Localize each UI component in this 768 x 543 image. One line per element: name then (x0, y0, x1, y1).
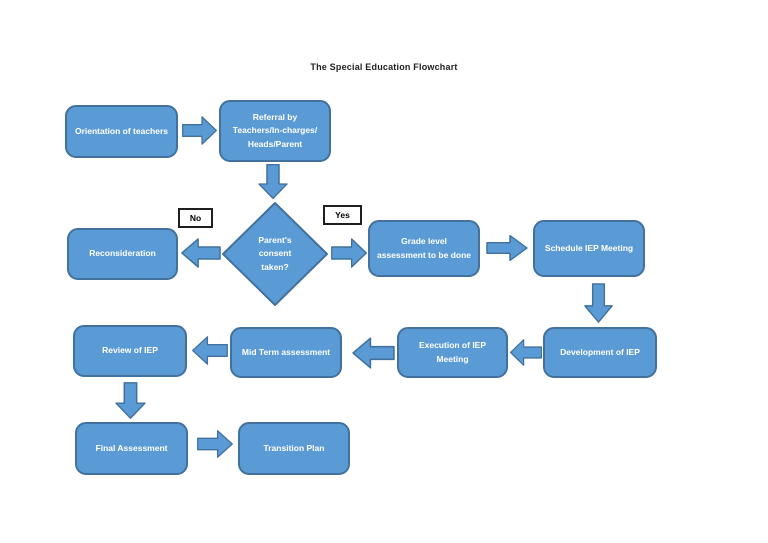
decision-parents-consent: Parent's consent taken? (221, 201, 329, 307)
arrow-right-icon (181, 114, 218, 147)
arrow-down-icon (113, 381, 148, 420)
node-transition-plan: Transition Plan (238, 422, 350, 475)
node-label: Final Assessment (95, 442, 168, 453)
node-final-assessment: Final Assessment (75, 422, 188, 475)
arrow-right-icon (330, 236, 368, 270)
node-label: Parent's consent taken? (258, 235, 292, 272)
node-mid-term-assessment: Mid Term assessment (230, 327, 342, 378)
node-referral-by-teachers: Referral by Teachers/In-charges/ Heads/P… (219, 100, 331, 162)
node-label: Mid Term assessment (241, 346, 331, 357)
arrow-left-icon (351, 335, 396, 371)
node-label: Referral by Teachers/In-charges/ Heads/P… (232, 112, 318, 149)
node-label: Transition Plan (263, 442, 325, 453)
node-label: Reconsideration (89, 248, 156, 259)
arrow-left-icon (180, 236, 222, 270)
node-label: Development of IEP (560, 346, 640, 357)
node-label: Grade level assessment to be done (377, 236, 472, 260)
arrow-right-icon (485, 233, 529, 263)
node-label: Execution of IEP Meeting (418, 340, 487, 364)
decision-label-no: No (178, 208, 213, 228)
node-label: Schedule IEP Meeting (544, 242, 634, 253)
page-title: The Special Education Flowchart (310, 62, 458, 72)
node-development-of-iep: Development of IEP (543, 327, 657, 378)
arrow-right-icon (196, 428, 234, 460)
arrow-down-icon (582, 282, 615, 324)
arrow-down-icon (256, 163, 290, 200)
node-orientation-of-teachers: Orientation of teachers (65, 105, 178, 158)
node-schedule-iep-meeting: Schedule IEP Meeting (533, 220, 645, 277)
arrow-left-icon (509, 337, 543, 368)
node-reconsideration: Reconsideration (67, 228, 178, 280)
node-execution-of-iep-meeting: Execution of IEP Meeting (397, 327, 508, 378)
node-grade-level-assessment: Grade level assessment to be done (368, 220, 480, 277)
node-label: Orientation of teachers (74, 125, 169, 136)
arrow-left-icon (191, 334, 229, 367)
node-review-of-iep: Review of IEP (73, 325, 187, 377)
decision-label-yes: Yes (323, 205, 362, 225)
node-label: Review of IEP (102, 345, 158, 356)
